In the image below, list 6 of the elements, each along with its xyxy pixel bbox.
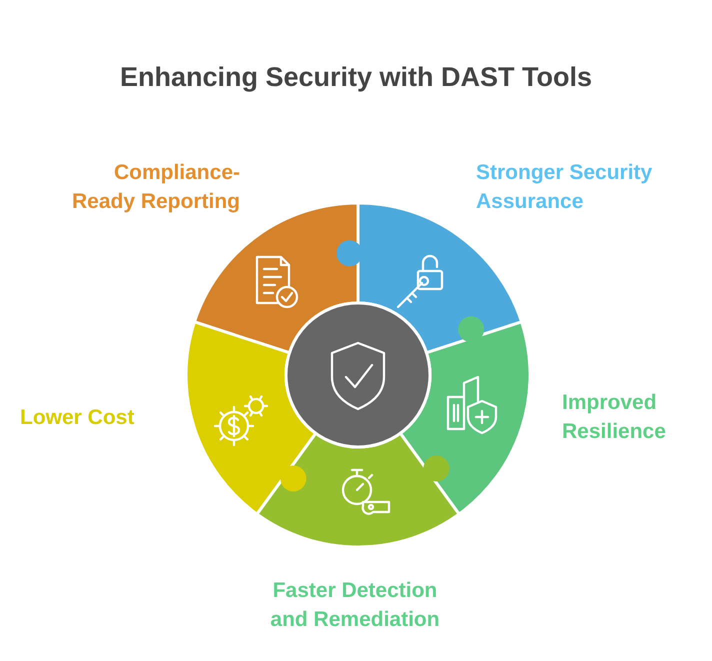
segment-label: Lower Cost — [20, 405, 136, 431]
title: Enhancing Security with DAST Tools — [118, 62, 594, 93]
segment-label: Faster Detection and Remediation — [269, 578, 441, 633]
segment-label: Improved Resilience — [562, 390, 667, 445]
segment-label: Stronger Security Assurance — [476, 160, 654, 215]
segment-label: Compliance-Ready Reporting — [70, 160, 240, 215]
